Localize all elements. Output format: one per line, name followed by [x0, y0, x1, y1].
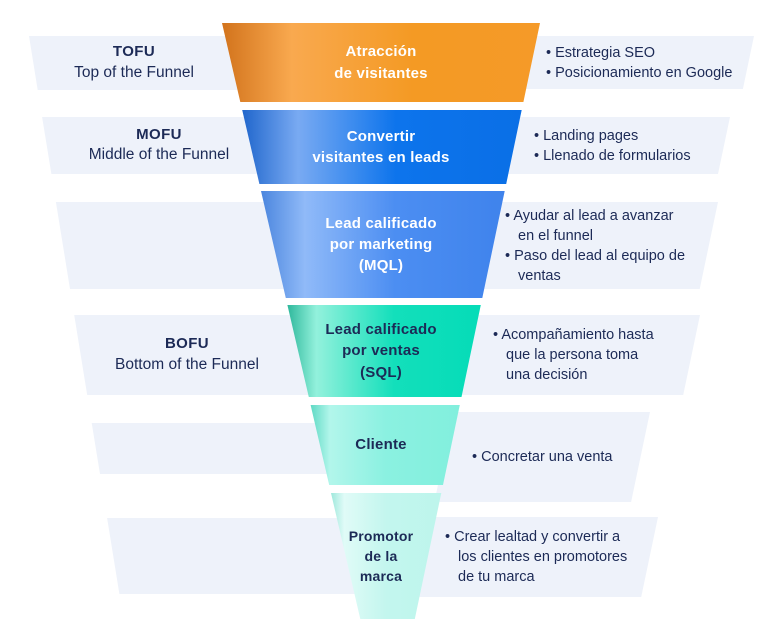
stage-line: Promotor	[348, 527, 414, 544]
stage-label-cliente: Cliente	[261, 405, 501, 485]
bullets-row-4: Acompañamiento hasta que la persona toma…	[493, 315, 657, 395]
left-label-full: Top of the Funnel	[74, 63, 194, 81]
stage-line: de la	[364, 547, 398, 564]
bullet-item: Llenado de formularios	[534, 146, 691, 166]
bullets-row-5: Concretar una venta	[472, 412, 662, 502]
stage-line: Atracción	[345, 43, 417, 61]
funnel-segment-6	[331, 493, 442, 619]
bullet-item: Landing pages	[534, 126, 638, 146]
bullets-row-1: Estrategia SEO Posicionamiento en Google	[546, 36, 766, 89]
left-label-mofu: MOFU Middle of the Funnel	[44, 117, 274, 174]
left-label-full: Middle of the Funnel	[88, 146, 230, 164]
left-band-3	[55, 202, 289, 289]
funnel-segment-3	[261, 191, 505, 298]
left-band-6	[107, 518, 360, 594]
left-label-abbr: BOFU	[164, 335, 210, 353]
bullet-item: Estrategia SEO	[546, 43, 655, 63]
left-label-abbr: TOFU	[112, 43, 156, 61]
stage-line: Cliente	[355, 436, 407, 454]
stage-line: Lead calificado	[325, 214, 437, 232]
stage-line: de visitantes	[334, 64, 428, 82]
left-label-bofu: BOFU Bottom of the Funnel	[72, 315, 302, 395]
bullet-item: Posicionamiento en Google	[546, 63, 732, 83]
funnel-segment-2	[242, 110, 522, 184]
left-band-1	[29, 36, 243, 90]
left-label-full: Bottom of the Funnel	[115, 355, 259, 373]
bullet-item: Ayudar al lead a avanzar en el funnel	[505, 206, 690, 246]
left-band-5	[91, 423, 332, 474]
stage-label-mql: Lead calificado por marketing (MQL)	[261, 191, 501, 298]
funnel-segment-5	[310, 405, 460, 485]
stage-line: Lead calificado	[325, 321, 437, 339]
stage-line: (SQL)	[360, 363, 402, 381]
bullet-item: Paso del lead al equipo de ventas	[505, 246, 690, 286]
stage-line: (MQL)	[358, 257, 404, 275]
funnel-segment-1	[222, 23, 540, 102]
stage-line: por ventas	[342, 342, 420, 360]
stage-label-sql: Lead calificado por ventas (SQL)	[261, 305, 501, 397]
bullet-item: Crear lealtad y convertir a los clientes…	[445, 527, 641, 587]
bullets-row-3: Ayudar al lead a avanzar en el funnel Pa…	[505, 202, 690, 289]
stage-line: por marketing	[329, 235, 433, 253]
stage-line: visitantes en leads	[312, 149, 450, 166]
left-label-abbr: MOFU	[136, 125, 182, 143]
bullet-item: Acompañamiento hasta que la persona toma…	[493, 325, 657, 385]
funnel-segment-4	[287, 305, 481, 397]
left-band-2	[42, 117, 262, 174]
stage-line: Convertir	[346, 127, 416, 145]
left-band-4	[74, 315, 314, 395]
bullet-item: Concretar una venta	[472, 447, 612, 467]
stage-line: marca	[359, 568, 403, 585]
left-label-tofu: TOFU Top of the Funnel	[19, 36, 249, 90]
stage-label-promotor: Promotor de la marca	[261, 493, 501, 619]
bullets-row-2: Landing pages Llenado de formularios	[534, 117, 744, 174]
bullets-row-6: Crear lealtad y convertir a los clientes…	[445, 517, 641, 597]
stage-label-atraccion: Atracción de visitantes	[261, 23, 501, 102]
stage-label-convertir: Convertir visitantes en leads	[261, 110, 501, 184]
